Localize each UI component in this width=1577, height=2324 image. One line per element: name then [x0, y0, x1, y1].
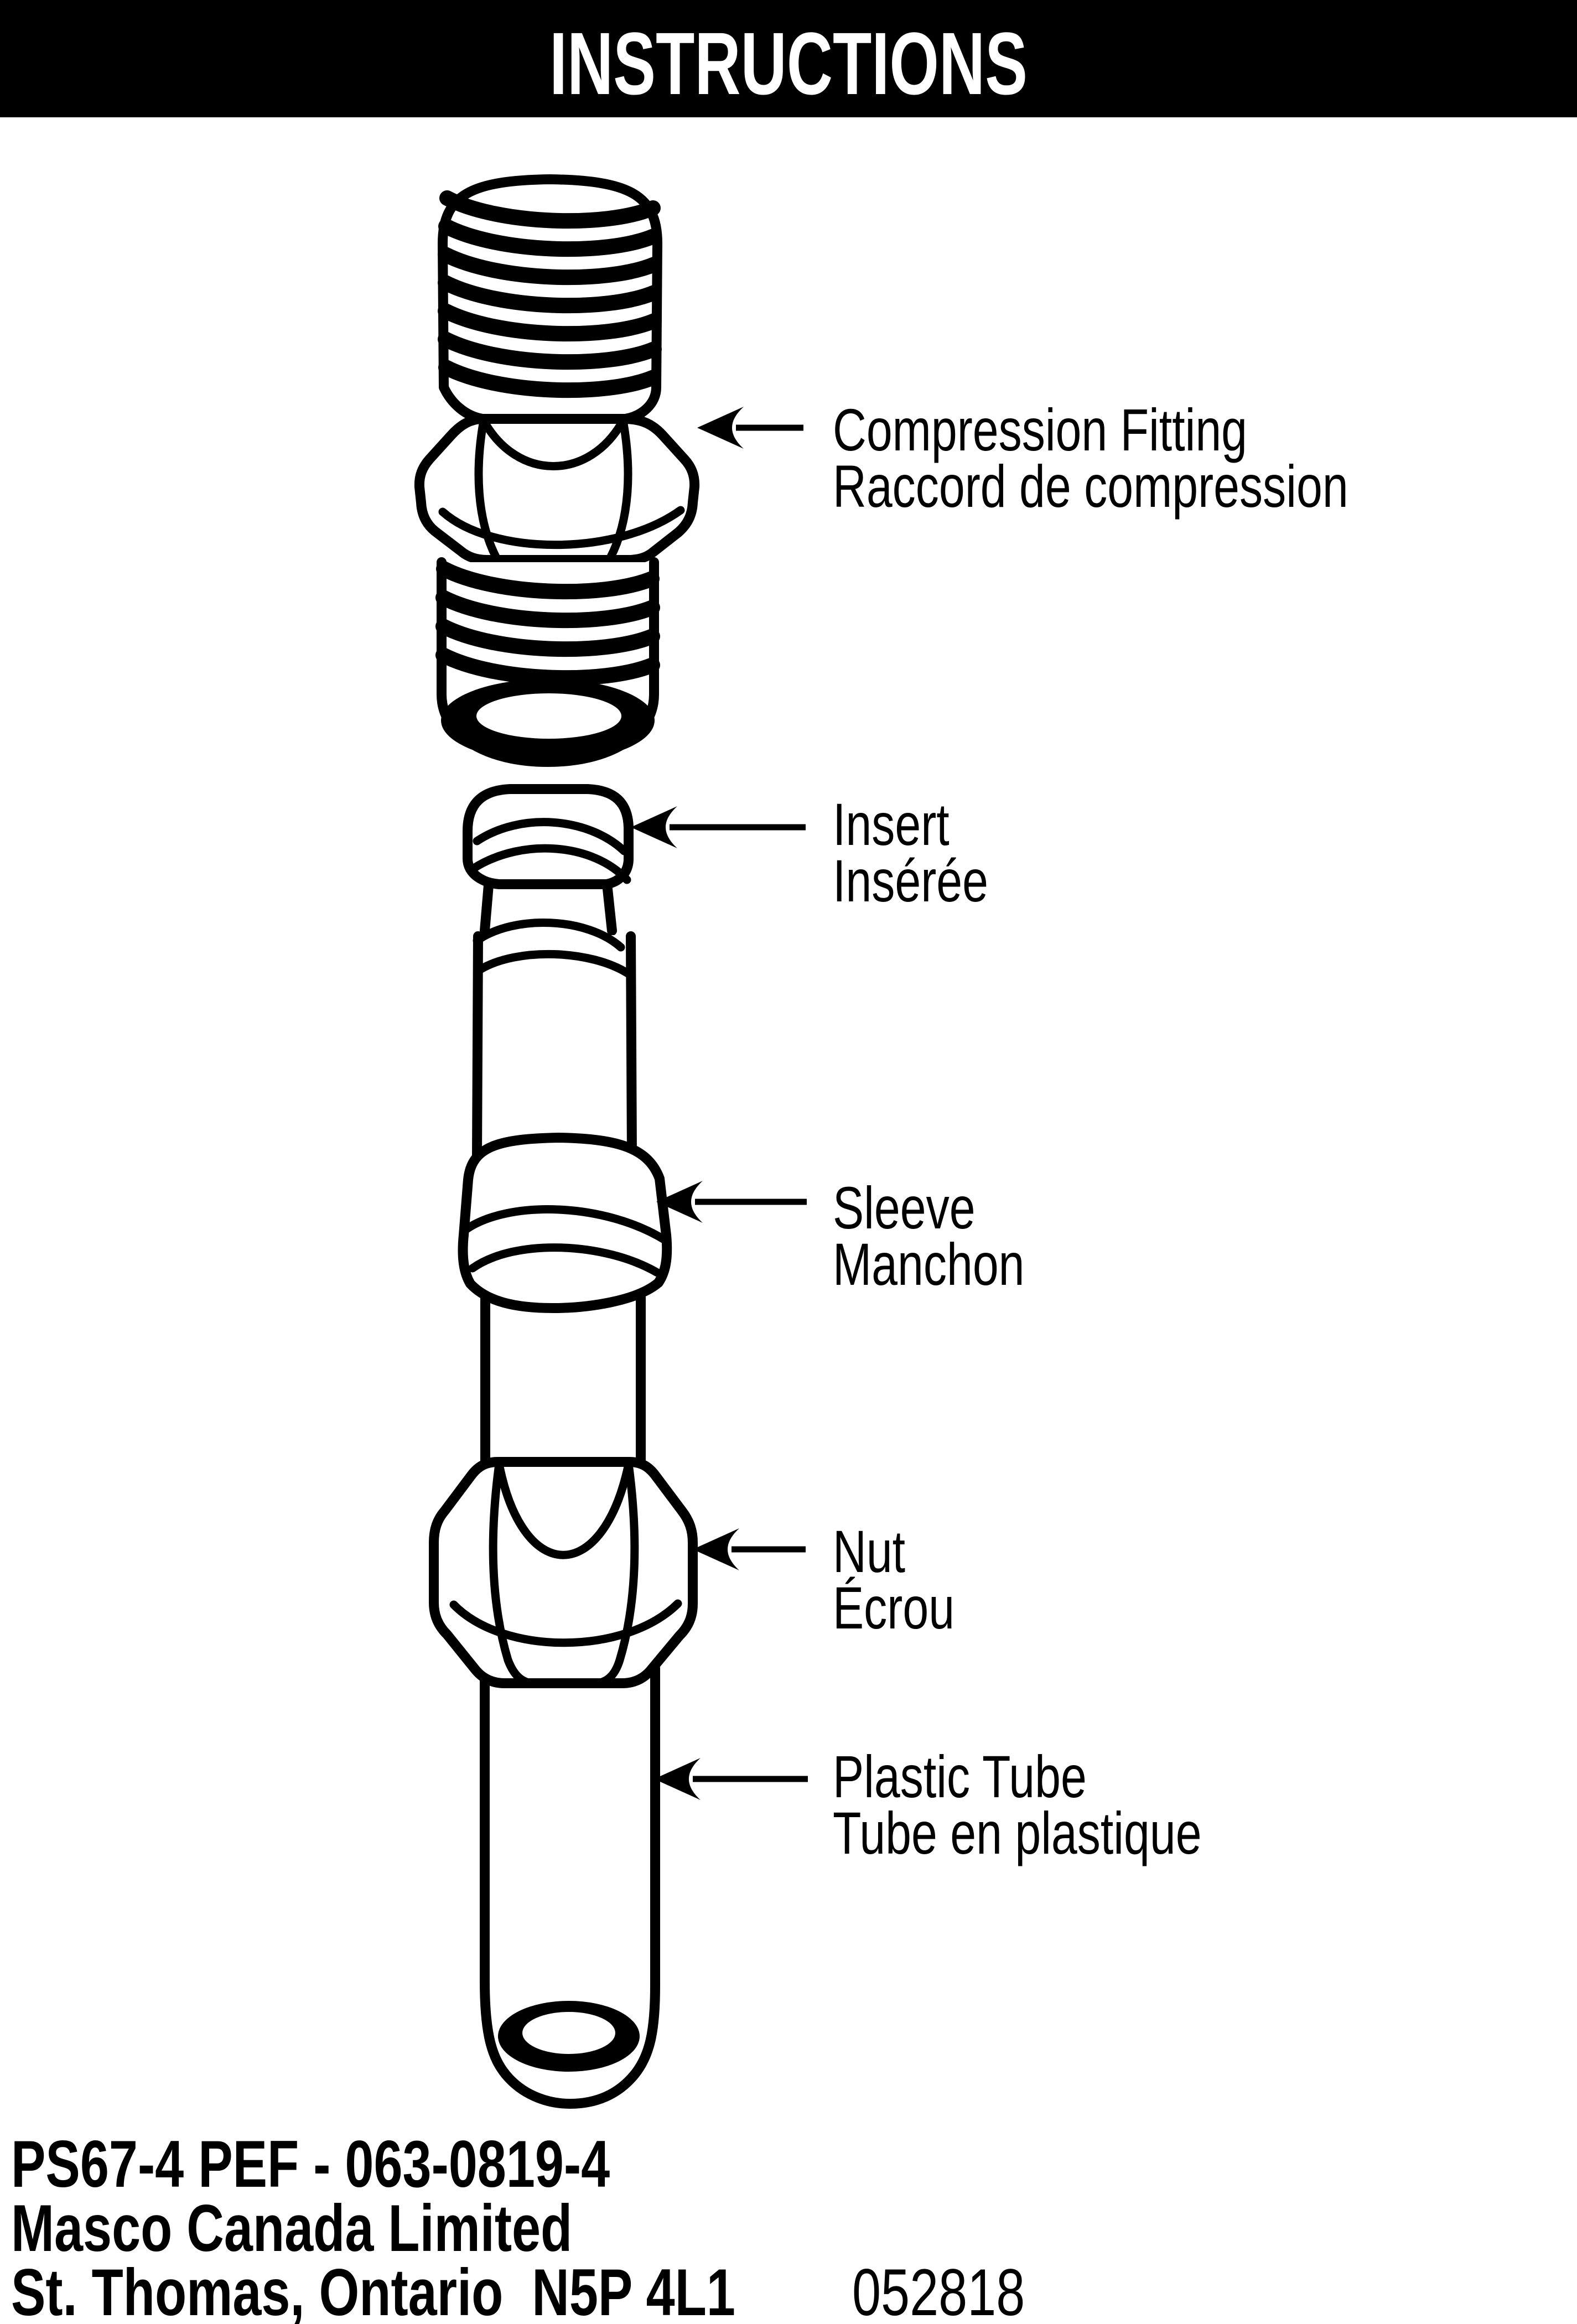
footer-company-group: Masco Canada Limited — [11, 2191, 572, 2265]
label-nut-fr: Écrou — [833, 1574, 954, 1642]
plastic-tube-arrow-head — [654, 1758, 701, 1800]
sleeve-tube-fill — [485, 1295, 641, 1466]
insert-neck-fill — [485, 877, 612, 932]
thread-ridge — [438, 360, 661, 398]
label-nut-en: Nut — [833, 1518, 905, 1585]
insert-tube-front-arc — [476, 950, 633, 978]
title-group: INSTRUCTIONS — [549, 14, 1028, 113]
insert-tube-left-wall — [472, 931, 483, 1161]
insert-cap-band-arc — [473, 818, 629, 855]
footer-address: St. Thomas, Ontario N5P 4L1 — [11, 2255, 735, 2324]
insert-tube-right-wall — [626, 931, 637, 1161]
thread-ridge — [435, 590, 660, 629]
label-compression-fitting-fr: Raccord de compression — [833, 453, 1348, 520]
sleeve-arrow-head — [656, 1181, 703, 1223]
plastic-tube-drawing — [480, 1663, 660, 2109]
thread-ridge — [438, 275, 662, 314]
label-plastic-tube-en: Plastic Tube — [833, 1743, 1087, 1811]
nut-right-facet — [598, 1460, 639, 1687]
fitting-hex-front-arc — [479, 416, 627, 470]
label-plastic-tube-fr: Tube en plastique — [833, 1799, 1202, 1867]
insert-tube-fill — [478, 935, 631, 1156]
plastic-tube-outline — [480, 1663, 660, 2109]
label-insert-fr: Insérée — [833, 847, 988, 915]
footer-model-number: PS67-4 PEF - 063-0819-4 — [11, 2127, 610, 2201]
fitting-lower-thread-ridges — [435, 561, 660, 686]
fitting-hex-right-facet — [606, 416, 632, 562]
fitting-upper-thread-ridges — [438, 190, 662, 398]
label-plastic-tube-fr-group: Tube en plastique — [833, 1799, 1202, 1867]
nut-drawing — [429, 1457, 698, 1688]
footer-company-name: Masco Canada Limited — [11, 2191, 572, 2265]
thread-ridge — [438, 247, 662, 286]
fitting-hex-left-facet — [474, 416, 501, 562]
nut-arrow-head — [693, 1528, 739, 1570]
nut-left-facet — [489, 1460, 531, 1687]
footer-address-group: St. Thomas, Ontario N5P 4L1 — [11, 2255, 735, 2324]
thread-ridge — [438, 219, 661, 257]
plastic-tube-fill — [485, 1671, 655, 2104]
insert-cap — [463, 784, 634, 889]
thread-ridge — [435, 647, 660, 686]
sleeve-drawing — [458, 1133, 672, 1469]
label-nut-fr-group: Écrou — [833, 1574, 954, 1642]
thread-ridge — [438, 303, 662, 342]
label-sleeve-en: Sleeve — [833, 1174, 976, 1242]
label-compression-fitting-fr-group: Raccord de compression — [833, 453, 1348, 520]
nut-bottom-arc — [449, 1599, 682, 1647]
callout-arrows — [631, 407, 808, 1800]
label-sleeve-fr-group: Manchon — [833, 1231, 1025, 1298]
label-compression-fitting-en-group: Compression Fitting — [833, 396, 1247, 464]
fitting-hex-bottom-arc — [438, 506, 685, 549]
label-plastic-tube-en-group: Plastic Tube — [833, 1743, 1087, 1811]
compression-fitting-arrow-head — [697, 407, 744, 449]
footer-model-group: PS67-4 PEF - 063-0819-4 — [11, 2127, 610, 2201]
insert-drawing — [463, 784, 637, 1161]
insert-cap-lip-arc — [470, 844, 631, 884]
label-nut-en-group: Nut — [833, 1518, 905, 1585]
label-insert-fr-group: Insérée — [833, 847, 988, 915]
thread-ridge — [438, 331, 662, 370]
label-compression-fitting-en: Compression Fitting — [833, 396, 1247, 464]
page-title: INSTRUCTIONS — [549, 14, 1028, 113]
thread-ridge — [435, 619, 660, 657]
thread-ridge — [439, 190, 661, 229]
nut-body — [429, 1457, 698, 1688]
footer-code-group: 052818 — [852, 2255, 1025, 2324]
fitting-mouth-opening — [476, 693, 621, 739]
insert-collar-arc — [473, 918, 625, 952]
sleeve-body — [458, 1133, 672, 1313]
thread-ridge — [436, 561, 660, 600]
footer-code: 052818 — [852, 2255, 1025, 2324]
label-sleeve-en-group: Sleeve — [833, 1174, 976, 1242]
title-bar — [0, 0, 1577, 117]
sleeve-lip-arc — [468, 1243, 662, 1277]
label-insert-en-group: Insert — [833, 791, 950, 858]
plastic-tube-end-opening — [522, 2012, 615, 2054]
label-insert-en: Insert — [833, 791, 950, 858]
fitting-hex-body — [414, 414, 700, 565]
compression-fitting-drawing — [414, 174, 700, 767]
label-sleeve-fr: Manchon — [833, 1231, 1025, 1298]
nut-front-arc — [495, 1460, 633, 1559]
insert-arrow-head — [631, 806, 677, 848]
sleeve-mid-arc — [461, 1205, 668, 1244]
